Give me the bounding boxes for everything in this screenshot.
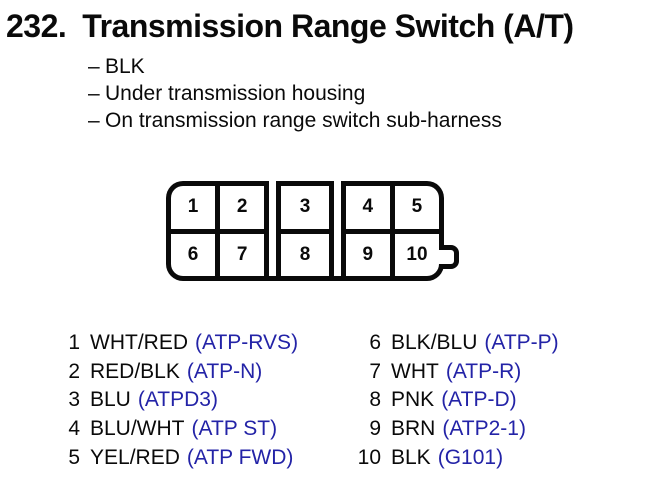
page-title: 232. Transmission Range Switch (A/T) — [6, 8, 574, 45]
pin-signal-code: (ATP-D) — [441, 388, 517, 412]
note-text: Under transmission housing — [105, 82, 366, 105]
pin-row: 4 BLU/WHT (ATP ST) — [54, 415, 298, 444]
connector-pin-7: 7 — [220, 233, 265, 276]
pin-signal-code: (ATPD3) — [137, 388, 218, 412]
connector-pin-2: 2 — [220, 186, 265, 229]
pin-wire-color: RED/BLK — [90, 359, 180, 383]
connector-pin-5: 5 — [394, 186, 439, 229]
pin-wire-color: PNK — [391, 388, 435, 412]
pin-wire-color: YEL/RED — [90, 445, 180, 469]
pin-row: 2 RED/BLK (ATP-N) — [54, 358, 298, 387]
connector-pin-grid: 1 2 3 4 5 6 7 8 9 10 — [171, 181, 439, 276]
pin-signal-code: (ATP-RVS) — [195, 331, 299, 355]
pin-wire-color: BLU — [90, 388, 131, 412]
pin-wire-color: WHT/RED — [90, 331, 188, 355]
pin-number: 10 — [357, 445, 381, 469]
pin-number: 9 — [369, 417, 381, 441]
note-line: – BLK — [88, 53, 502, 80]
note-dash: – — [88, 55, 100, 78]
pin-signal-code: (G101) — [437, 445, 504, 469]
pin-number: 6 — [369, 331, 381, 355]
note-line: – On transmission range switch sub-harne… — [88, 107, 502, 134]
connector-pin-9: 9 — [345, 233, 390, 276]
pin-wire-color: WHT — [391, 359, 439, 383]
connector-pin-1: 1 — [171, 186, 216, 229]
pin-signal-code: (ATP2-1) — [442, 417, 526, 441]
pin-row: 8 PNK (ATP-D) — [337, 386, 559, 415]
connector-lock-tab — [439, 245, 459, 269]
connector-keying-slot — [333, 181, 341, 276]
note-dash: – — [88, 82, 100, 105]
pin-number: 1 — [68, 331, 80, 355]
connector-diagram: 1 2 3 4 5 6 7 8 9 10 — [166, 181, 459, 281]
pin-wire-color: BLK — [391, 445, 431, 469]
pin-signal-code: (ATP-P) — [484, 331, 559, 355]
note-text: On transmission range switch sub-harness — [105, 109, 502, 132]
pin-number: 5 — [68, 445, 80, 469]
pin-row: 7 WHT (ATP-R) — [337, 358, 559, 387]
notes-list: – BLK – Under transmission housing – On … — [88, 53, 502, 134]
pin-row: 10 BLK (G101) — [337, 443, 559, 472]
connector-pin-8: 8 — [281, 233, 329, 276]
pin-signal-code: (ATP-N) — [186, 359, 263, 383]
pin-number: 3 — [68, 388, 80, 412]
pin-number: 8 — [369, 388, 381, 412]
section-number: 232. — [6, 8, 67, 44]
pin-wire-color: BLU/WHT — [90, 417, 185, 441]
pin-signal-code: (ATP ST) — [191, 417, 278, 441]
connector-pin-4: 4 — [345, 186, 390, 229]
connector-pin-3: 3 — [281, 186, 329, 229]
section-title: Transmission Range Switch (A/T) — [82, 8, 574, 44]
pin-row: 5 YEL/RED (ATP FWD) — [54, 443, 298, 472]
pin-row: 9 BRN (ATP2-1) — [337, 415, 559, 444]
pin-row: 1 WHT/RED (ATP-RVS) — [54, 329, 298, 358]
pin-wire-color: BLK/BLU — [391, 331, 478, 355]
note-line: – Under transmission housing — [88, 80, 502, 107]
note-dash: – — [88, 109, 100, 132]
connector-keying-slot — [269, 181, 277, 276]
pin-number: 7 — [369, 359, 381, 383]
pin-number: 4 — [68, 417, 80, 441]
pin-signal-code: (ATP-R) — [445, 359, 522, 383]
pin-row: 3 BLU (ATPD3) — [54, 386, 298, 415]
note-text: BLK — [105, 55, 145, 78]
pin-signal-code: (ATP FWD) — [186, 445, 294, 469]
pin-legend-right: 6 BLK/BLU (ATP-P) 7 WHT (ATP-R) 8 PNK (A… — [337, 329, 559, 472]
pin-number: 2 — [68, 359, 80, 383]
connector-pin-10: 10 — [394, 233, 439, 276]
pin-legend-left: 1 WHT/RED (ATP-RVS) 2 RED/BLK (ATP-N) 3 … — [54, 329, 298, 472]
pin-wire-color: BRN — [391, 417, 436, 441]
connector-pin-6: 6 — [171, 233, 216, 276]
pin-row: 6 BLK/BLU (ATP-P) — [337, 329, 559, 358]
